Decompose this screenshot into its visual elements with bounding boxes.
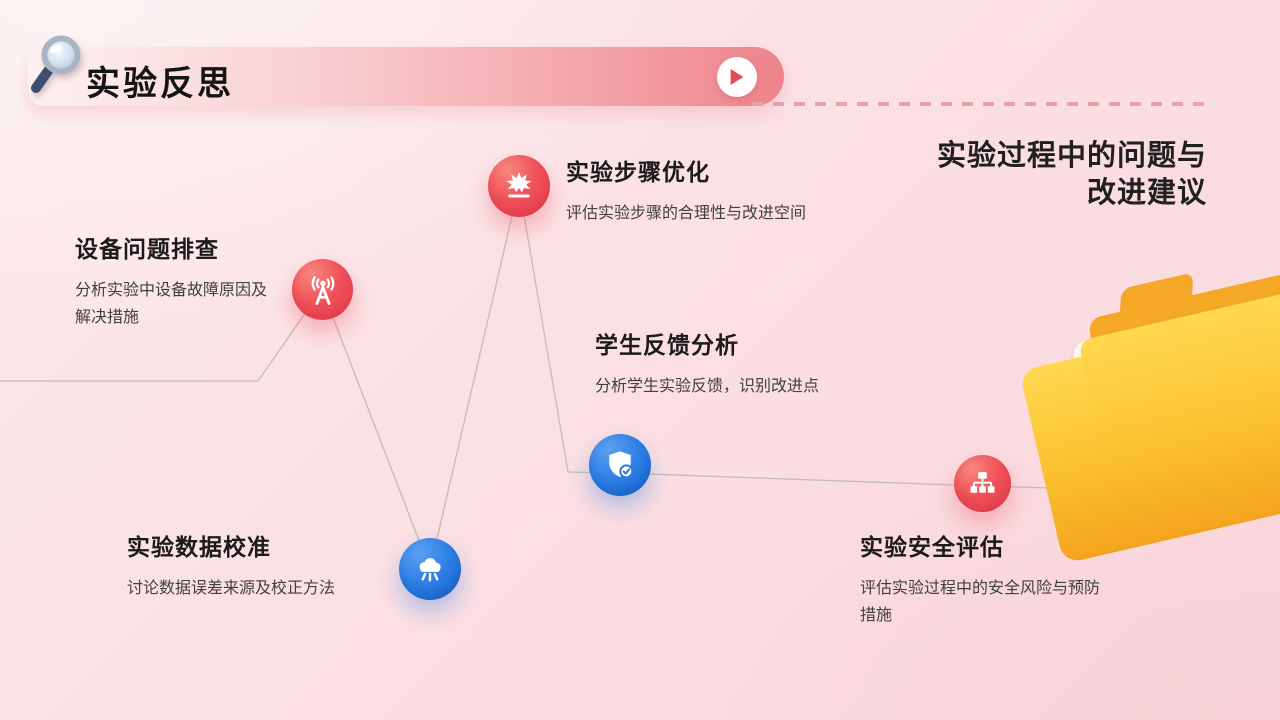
cloud-rain-icon [419,558,441,582]
milestone-safety-desc: 评估实验过程中的安全风险与预防措施 [860,580,1101,624]
play-icon [730,69,744,85]
milestone-device-desc: 分析实验中设备故障原因及解决措施 [75,282,268,326]
milestone-data-title: 实验数据校准 [127,534,271,560]
milestone-steps-desc: 评估实验步骤的合理性与改进空间 [566,205,807,222]
title-banner [28,47,784,106]
milestone-data-bubble [399,538,461,600]
milestone-device-bubble [292,259,353,320]
milestone-steps-bubble [488,155,550,217]
milestone-device-title: 设备问题排查 [75,236,219,262]
milestone-data-desc: 讨论数据误差来源及校正方法 [127,580,336,597]
shield-check-icon [609,451,634,479]
play-button[interactable] [717,57,757,97]
section-heading-line1: 实验过程中的问题与 [936,140,1207,172]
milestone-steps: 实验步骤优化 评估实验步骤的合理性与改进空间 [566,153,896,227]
broadcast-tower-icon [311,275,334,305]
folder-icon [1019,272,1280,564]
milestone-feedback-desc: 分析学生实验反馈，识别改进点 [595,378,820,395]
milestone-safety: 实验安全评估 评估实验过程中的安全风险与预防措施 [860,528,1140,629]
milestone-safety-bubble [954,455,1011,512]
section-heading: 实验过程中的问题与 改进建议 [847,138,1207,212]
milestone-feedback-title: 学生反馈分析 [595,332,739,358]
explosion-icon [506,171,532,198]
milestone-safety-title: 实验安全评估 [860,534,1004,560]
milestone-steps-title: 实验步骤优化 [566,159,710,185]
page-title: 实验反思 [86,65,234,103]
milestone-device: 设备问题排查 分析实验中设备故障原因及解决措施 [75,230,295,331]
milestone-data: 实验数据校准 讨论数据误差来源及校正方法 [127,528,457,602]
magnifier-icon [31,35,81,93]
header-dashed-divider [752,102,1212,106]
milestone-feedback-bubble [589,434,651,496]
section-heading-line2: 改进建议 [1086,177,1207,209]
milestone-feedback: 学生反馈分析 分析学生实验反馈，识别改进点 [595,326,925,400]
sitemap-icon [970,472,995,493]
folder-front [1016,290,1280,564]
